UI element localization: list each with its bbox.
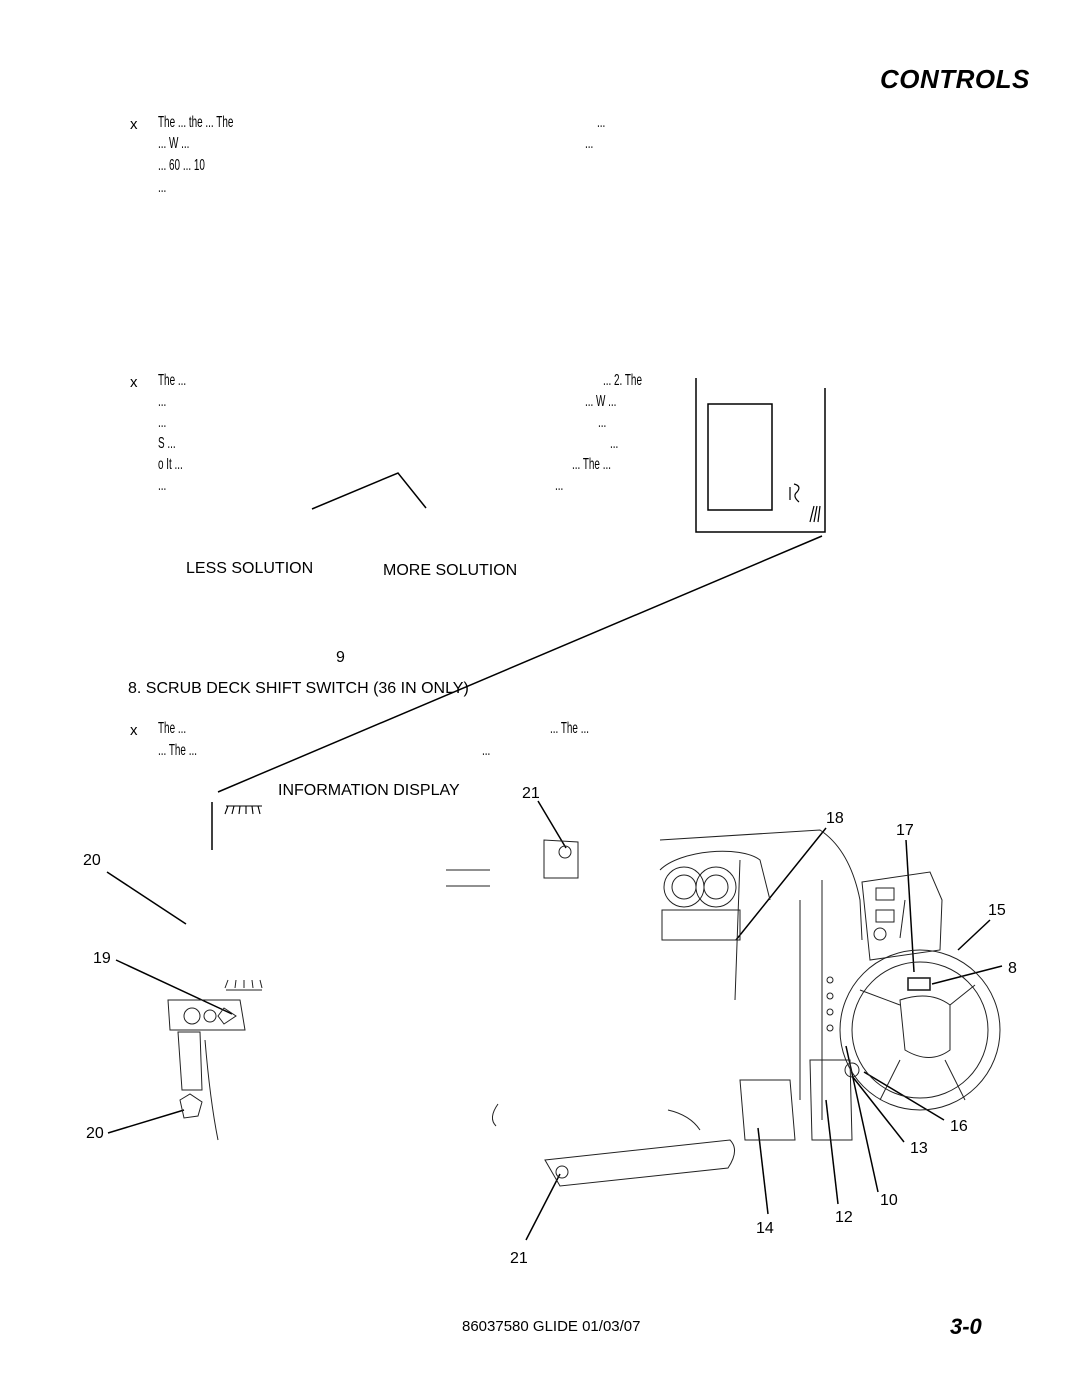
bullet-marker: x <box>130 722 138 739</box>
page-title: CONTROLS <box>880 64 1030 94</box>
para3-line-1: The ... <box>158 720 187 737</box>
para3-right-line-1: ... The ... <box>550 720 589 737</box>
para2-line-4: S ... <box>158 435 176 452</box>
para1-right-line-2: ... <box>585 135 594 152</box>
callout-19: 19 <box>93 950 111 967</box>
bullet-marker: x <box>130 374 138 391</box>
para2-right-line-5: ... The ... <box>572 456 611 473</box>
page-number: 3-0 <box>950 1314 982 1339</box>
para1-line-4: ... <box>158 179 167 196</box>
para2-right-line-1: ... 2. The <box>603 372 642 389</box>
para2-right-line-3: ... <box>598 414 607 431</box>
leader-line-info-display <box>217 535 823 793</box>
para2-right-line-4: ... <box>610 435 619 452</box>
callout-20: 20 <box>86 1125 104 1142</box>
para2-line-1: The ... <box>158 372 187 389</box>
callout-18: 18 <box>826 810 844 827</box>
callout-12: 12 <box>835 1209 853 1226</box>
callout-17: 17 <box>896 822 914 839</box>
section-8-heading: 8. SCRUB DECK SHIFT SWITCH (36 IN ONLY) <box>128 680 469 697</box>
document-footer: 86037580 GLIDE 01/03/07 <box>462 1318 641 1335</box>
more-solution-label: MORE SOLUTION <box>383 562 518 579</box>
callout-21: 21 <box>510 1250 528 1267</box>
para1-right-line-1: ... <box>597 114 606 131</box>
para1-line-3: ... 60 ... 10 <box>158 157 205 174</box>
callout-15: 15 <box>988 902 1006 919</box>
para2-line-2: ... <box>158 393 167 410</box>
info-display-screen <box>707 403 773 511</box>
bullet-marker: x <box>130 116 138 133</box>
para2-right-line-6: ... <box>555 477 564 494</box>
para2-line-6: ... <box>158 477 167 494</box>
callout-10: 10 <box>880 1192 898 1209</box>
solution-knob-indicator <box>311 472 427 510</box>
scrub-deck-shift-switch <box>907 977 931 991</box>
para3-right-line-2: ... <box>482 742 491 759</box>
para1-line-2: ... W ... <box>158 135 190 152</box>
info-display-outline <box>695 378 826 533</box>
callout-16: 16 <box>950 1118 968 1135</box>
less-solution-label: LESS SOLUTION <box>186 560 314 577</box>
callout-20: 20 <box>83 852 101 869</box>
para1-line-1: The ... the ... The <box>158 114 234 131</box>
para2-line-3: ... <box>158 414 167 431</box>
information-display-label: INFORMATION DISPLAY <box>278 782 460 799</box>
callout-13: 13 <box>910 1140 928 1157</box>
callout-14: 14 <box>756 1220 774 1237</box>
callout-21: 21 <box>522 785 540 802</box>
para3-line-2: ... The ... <box>158 742 197 759</box>
callout-8: 8 <box>1008 960 1017 977</box>
para2-line-5: o It ... <box>158 456 183 473</box>
para2-right-line-2: ... W ... <box>585 393 617 410</box>
callout-9: 9 <box>336 649 345 666</box>
